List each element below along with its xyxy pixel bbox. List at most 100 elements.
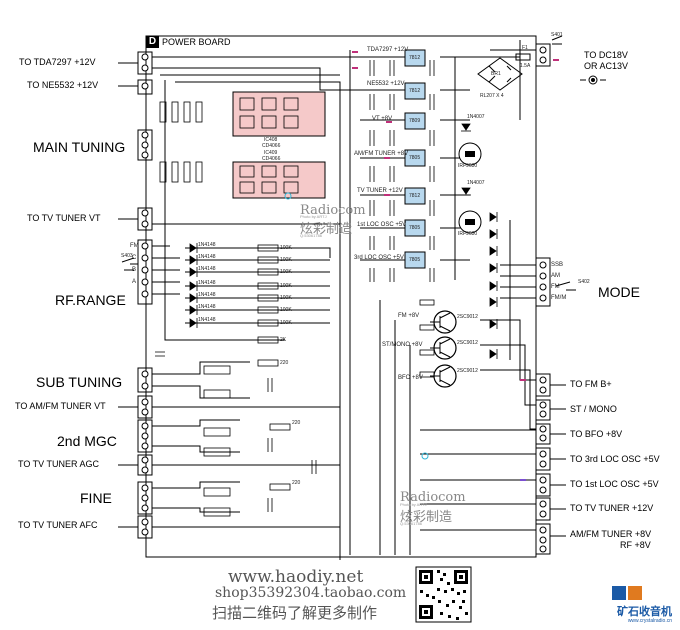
ic2-label: 7812: [409, 88, 421, 94]
ic409-type: CD4066: [262, 156, 281, 162]
label-amfm-tuner-8v: AM/FM TUNER +8V: [570, 529, 652, 539]
d14-label: 1N4148: [198, 254, 216, 260]
d13-label: 1N4148: [198, 242, 216, 248]
q401-label: IRF9630: [458, 231, 478, 237]
label-dc-in: TO DC18V: [584, 50, 628, 60]
d21-label: 1N4148: [198, 317, 216, 323]
watermark-qq-1: Q:53061786: [300, 233, 323, 238]
s401-switch: [551, 35, 563, 45]
rail-stmono: ST/MONO +8V: [382, 342, 423, 348]
footer-shop: shop35392304.taobao.com: [215, 585, 407, 601]
watermark-photo-2: Photo by ARTJ: [400, 502, 427, 507]
mode-ssb-label: SSB: [551, 262, 564, 268]
mode-fm-label: FM: [551, 284, 560, 290]
brand-logo-mark: [612, 586, 642, 600]
label-tda7297: TO TDA7297 +12V: [19, 57, 96, 67]
ic409-chip: [232, 161, 326, 199]
d15-label: 1N4148: [198, 266, 216, 272]
label-tv-tuner-vt: TO TV TUNER VT: [27, 213, 101, 223]
footer-url: www.haodiy.net: [228, 567, 364, 587]
q405-label: 2SC9012: [457, 368, 478, 374]
range-c-label: C: [132, 255, 137, 261]
label-2nd-mgc: 2nd MGC: [57, 433, 117, 449]
dc-jack: [588, 75, 598, 85]
s402-label: S402: [578, 279, 590, 285]
ic6-label: 7805: [409, 225, 421, 231]
watermark-qq-2: Q:53061786: [400, 521, 423, 526]
r421-value: 220: [292, 420, 301, 426]
ic1-label: 7812: [409, 55, 421, 61]
rail-bfo: BFO +8V: [398, 375, 423, 381]
r412-value: 100K: [280, 257, 292, 263]
mode-fmm-label: FM/M: [551, 295, 567, 301]
d16-label: 1N4148: [198, 280, 216, 286]
footer-cn: 扫描二维码了解更多制作: [212, 604, 378, 622]
s402-switch: [555, 281, 576, 291]
label-ne5532: TO NE5532 +12V: [27, 80, 99, 90]
r411-value: 100K: [280, 245, 292, 251]
label-fm-b: TO FM B+: [570, 379, 612, 389]
footer-brand-url: www.crystalradio.cn: [627, 618, 672, 624]
label-bfo: TO BFO +8V: [570, 429, 623, 439]
label-mode: MODE: [598, 284, 640, 300]
rail-loc1: 1st LOC OSC +5V: [357, 222, 407, 228]
ic5-label: 7812: [409, 193, 421, 199]
footer-brand: 矿石收音机: [617, 606, 672, 618]
label-amfm-tuner-vt: TO AM/FM TUNER VT: [15, 401, 106, 411]
label-tv-tuner-afc: TO TV TUNER AFC: [18, 520, 98, 530]
r414-value: 100K: [280, 283, 292, 289]
board-letter: D: [146, 36, 159, 48]
rail-tda7297: TDA7297 +12V: [367, 47, 409, 53]
r418-value: 100K: [280, 320, 292, 326]
d2-label: 1N4007: [467, 180, 485, 186]
range-fm-label: FM: [130, 243, 139, 249]
s403-label: S403: [121, 253, 133, 259]
mode-am-label: AM: [551, 273, 560, 279]
ic408-chip: [232, 91, 326, 137]
label-st-mono: ST / MONO: [570, 404, 617, 414]
watermark-sub-2: 炫彩制造: [400, 510, 453, 525]
range-b-label: B: [132, 267, 137, 273]
d18-label: 1N4148: [198, 304, 216, 310]
d1-label: 1N4007: [467, 114, 485, 120]
r420-value: 220: [280, 360, 289, 366]
label-3rd-loc-osc: TO 3rd LOC OSC +5V: [570, 454, 660, 464]
label-tv-tuner-12v: TO TV TUNER +12V: [570, 503, 654, 513]
watermark-brand-2: Radiocom: [400, 490, 466, 505]
watermark-photo-1: Photo by ARTJ: [300, 214, 327, 219]
rail-ne5532: NE5532 +12V: [367, 81, 405, 87]
rail-marks: [352, 51, 559, 381]
rail-loc3: 3rd LOC OSC +5V: [354, 255, 404, 261]
watermark-brand-1: Radiocom: [300, 203, 366, 218]
rail-tv: TV TUNER +12V: [357, 188, 403, 194]
qr-code: [415, 566, 472, 623]
label-rf-8v: RF +8V: [620, 540, 651, 550]
label-rf-range: RF.RANGE: [55, 292, 126, 308]
watermark-sub-1: 炫彩制造: [300, 222, 353, 237]
ic408-ref: IC408: [264, 137, 278, 143]
label-1st-loc-osc: TO 1st LOC OSC +5V: [570, 479, 659, 489]
label-ac-in: OR AC13V: [584, 61, 629, 71]
q403-label: 2SC9012: [457, 314, 478, 320]
q404-label: 2SC9012: [457, 340, 478, 346]
ic7-label: 7805: [409, 257, 421, 263]
label-sub-tuning: SUB TUNING: [36, 374, 123, 390]
range-diodes: [189, 123, 498, 359]
r419-value: 2K: [280, 337, 287, 343]
fuse: [515, 53, 531, 61]
q402-label: IRF9630: [458, 163, 478, 169]
label-main-tuning: MAIN TUNING: [33, 139, 126, 155]
regulators: [404, 49, 426, 269]
r422-value: 220: [292, 480, 301, 486]
r413-value: 100K: [280, 269, 292, 275]
rail-amfm: AM/FM TUNER +8V: [354, 151, 409, 157]
label-fine: FINE: [80, 490, 112, 506]
range-a-label: A: [132, 279, 137, 285]
r416-value: 100K: [280, 295, 292, 301]
fuse-ref: F1: [522, 45, 528, 51]
resistor-network: [155, 101, 435, 517]
ic4-label: 7805: [409, 155, 421, 161]
ic3-label: 7809: [409, 118, 421, 124]
